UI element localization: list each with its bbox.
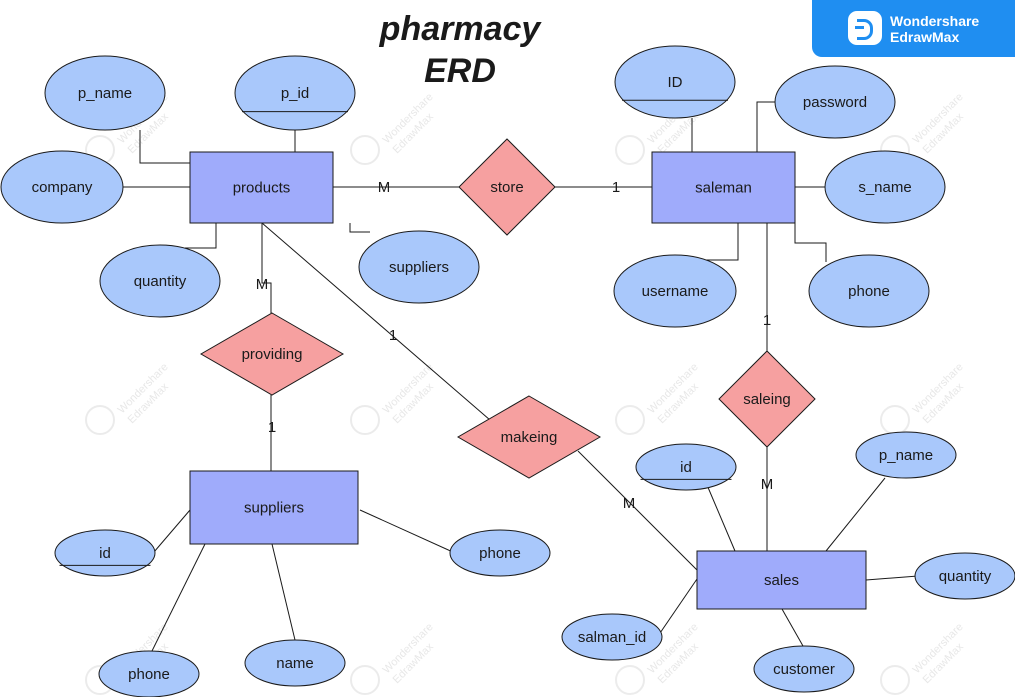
- connector-line: [149, 543, 206, 656]
- connector-line: [706, 484, 736, 552]
- attribute-prod-company[interactable]: [0, 150, 124, 224]
- cardinality-saleman-saleing: 1: [763, 312, 771, 329]
- entity-sales-label: sales: [764, 572, 799, 589]
- entity-products-label: products: [233, 180, 291, 197]
- attribute-sup-phone2[interactable]: [449, 529, 551, 577]
- cardinality-products-providing: M: [256, 276, 269, 293]
- connector-line: [261, 222, 491, 421]
- attribute-prod-company-label: company: [32, 179, 93, 196]
- attribute-prod-suppliers-label: suppliers: [389, 259, 449, 276]
- attribute-sup-phone2-label: phone: [479, 545, 521, 562]
- attribute-sales-p-name-label: p_name: [879, 447, 933, 464]
- connector-line: [865, 575, 919, 581]
- attribute-sales-id[interactable]: [635, 443, 737, 491]
- connector-line: [349, 223, 370, 233]
- cardinality-makeing-sales: M: [623, 495, 636, 512]
- attribute-sales-customer[interactable]: [753, 645, 855, 693]
- relationship-providing[interactable]: [200, 312, 344, 396]
- entity-sales[interactable]: [696, 550, 867, 610]
- attribute-sales-id-label: id: [680, 459, 692, 476]
- connector-line: [657, 578, 698, 637]
- connector-line: [577, 450, 698, 571]
- connector-line: [153, 509, 191, 553]
- attribute-sup-name-label: name: [276, 655, 314, 672]
- attribute-sal-ID-label: ID: [668, 74, 683, 91]
- relationship-saleing-label: saleing: [743, 391, 791, 408]
- connector-line: [271, 543, 296, 641]
- attribute-prod-quantity-label: quantity: [134, 273, 187, 290]
- badge-brand-line2: EdrawMax: [890, 29, 960, 45]
- connector-line: [756, 101, 777, 152]
- connector-line: [139, 130, 190, 164]
- entity-products[interactable]: [189, 151, 334, 224]
- attribute-sal-password[interactable]: [774, 65, 896, 139]
- relationship-store-label: store: [490, 179, 523, 196]
- entity-suppliers-label: suppliers: [244, 500, 304, 517]
- entity-saleman-label: saleman: [695, 180, 752, 197]
- attribute-prod-p-name-label: p_name: [78, 85, 132, 102]
- attribute-sal-username-label: username: [642, 283, 709, 300]
- connector-line: [781, 608, 804, 647]
- attribute-sal-s-name-label: s_name: [858, 179, 911, 196]
- relationship-makeing[interactable]: [457, 395, 601, 479]
- attribute-prod-p-name[interactable]: [44, 55, 166, 131]
- connector-line: [185, 223, 217, 249]
- attribute-sales-quantity[interactable]: [914, 552, 1015, 600]
- relationship-makeing-label: makeing: [501, 429, 558, 446]
- connector-line: [825, 477, 886, 552]
- attribute-sal-s-name[interactable]: [824, 150, 946, 224]
- attribute-sales-p-name[interactable]: [855, 431, 957, 479]
- diagram-title-line1: pharmacy: [379, 10, 541, 48]
- attribute-prod-quantity[interactable]: [99, 244, 221, 318]
- cardinality-saleing-sales: M: [761, 476, 774, 493]
- edrawmax-logo-icon: [848, 11, 882, 45]
- cardinality-store-saleman: 1: [612, 179, 620, 196]
- attribute-sup-id-label: id: [99, 545, 111, 562]
- relationship-store[interactable]: [458, 138, 556, 236]
- entity-saleman[interactable]: [651, 151, 796, 224]
- attribute-sup-phone-label: phone: [128, 666, 170, 683]
- relationship-saleing[interactable]: [718, 350, 816, 448]
- attribute-sal-password-label: password: [803, 94, 867, 111]
- edrawmax-badge[interactable]: Wondershare EdrawMax: [812, 0, 1015, 57]
- attribute-sup-id[interactable]: [54, 529, 156, 577]
- relationship-providing-label: providing: [242, 346, 303, 363]
- attribute-prod-p-id-label: p_id: [281, 85, 309, 102]
- attribute-sales-customer-label: customer: [773, 661, 835, 678]
- cardinality-products-makeing: 1: [389, 327, 397, 344]
- attribute-sales-quantity-label: quantity: [939, 568, 992, 585]
- cardinality-products-store: M: [378, 179, 391, 196]
- attribute-sal-phone-label: phone: [848, 283, 890, 300]
- attribute-sal-phone[interactable]: [808, 254, 930, 328]
- cardinality-providing-suppliers: 1: [268, 419, 276, 436]
- connector-line: [700, 223, 739, 261]
- attribute-sal-username[interactable]: [613, 254, 737, 328]
- connector-line: [261, 223, 272, 313]
- attribute-prod-suppliers[interactable]: [358, 230, 480, 304]
- entity-suppliers[interactable]: [189, 470, 359, 545]
- attribute-sales-salman-id[interactable]: [561, 613, 663, 661]
- connector-line: [794, 223, 827, 262]
- diagram-title-line2: ERD: [424, 52, 496, 90]
- attribute-sup-phone[interactable]: [98, 650, 200, 697]
- attribute-sales-salman-id-label: salman_id: [578, 629, 646, 646]
- badge-brand-line1: Wondershare: [890, 13, 980, 29]
- attribute-sup-name[interactable]: [244, 639, 346, 687]
- connector-line: [359, 509, 456, 554]
